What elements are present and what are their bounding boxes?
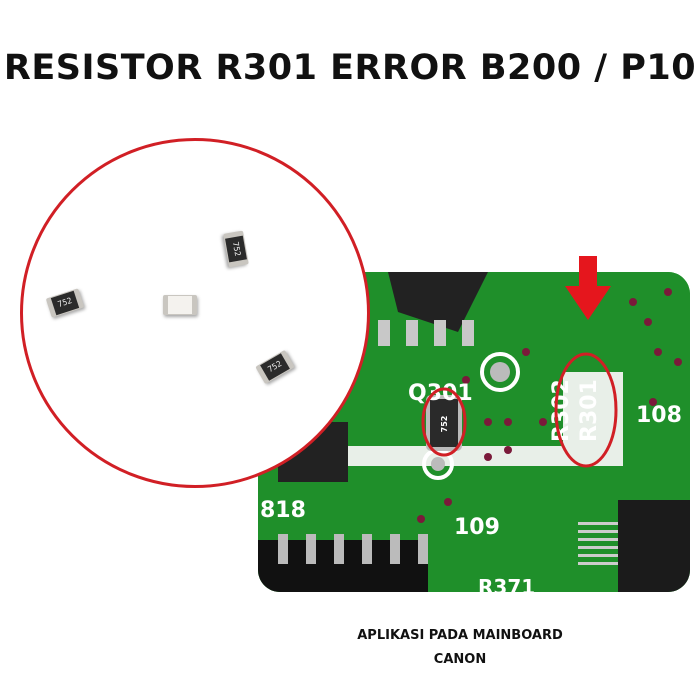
resistor-chip: 752 bbox=[45, 288, 85, 318]
page-title: RESISTOR R301 ERROR B200 / P10 bbox=[3, 48, 697, 88]
pcb-label-109: 109 bbox=[454, 515, 500, 540]
pcb-label-r371: R371 bbox=[478, 575, 535, 592]
caption-line-1: APLIKASI PADA MAINBOARD bbox=[357, 628, 563, 643]
arrow-down-icon bbox=[565, 256, 611, 320]
pcb-label-q301: Q301 bbox=[408, 381, 473, 406]
highlight-ellipse-chip bbox=[421, 387, 467, 457]
resistor-chip: 752 bbox=[223, 230, 249, 268]
pcb-resistor-code: 752 bbox=[440, 416, 449, 433]
zoom-circle: 752 752 752 bbox=[20, 138, 370, 488]
caption-line-2: CANON bbox=[433, 652, 487, 667]
resistor-chip: 752 bbox=[255, 349, 295, 385]
pcb-label-108: 108 bbox=[636, 403, 682, 428]
highlight-ellipse-r301 bbox=[554, 352, 618, 468]
resistor-chip-blank bbox=[163, 295, 197, 315]
pcb-label-r301: R301 bbox=[577, 379, 602, 442]
pcb-label-r302: R302 bbox=[549, 379, 574, 442]
caption: APLIKASI PADA MAINBOARD CANON bbox=[300, 624, 620, 672]
pcb-label-818: 818 bbox=[260, 498, 306, 523]
